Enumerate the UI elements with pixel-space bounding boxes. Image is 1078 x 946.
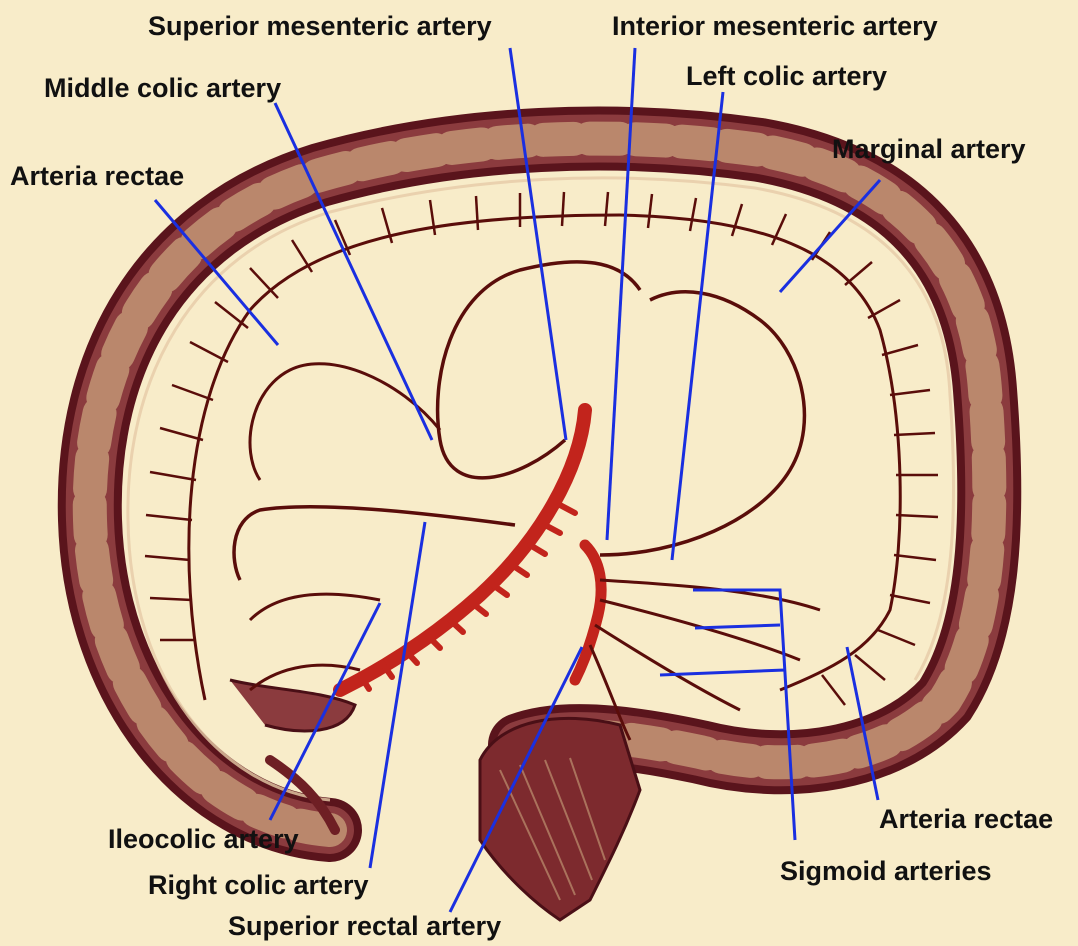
right-colic-lower (250, 594, 380, 620)
rectum (480, 718, 640, 920)
label-right-colic-artery: Right colic artery (148, 872, 369, 899)
label-interior-mesenteric-artery: Interior mesenteric artery (612, 13, 938, 40)
label-ileocolic-artery: Ileocolic artery (108, 826, 299, 853)
middle-colic-branch (438, 262, 640, 478)
label-arteria-rectae-left: Arteria rectae (10, 163, 184, 190)
middle-colic-left (250, 364, 440, 480)
pointer-sigmoid (660, 590, 795, 840)
label-marginal-artery: Marginal artery (832, 136, 1026, 163)
label-sigmoid-arteries: Sigmoid arteries (780, 858, 992, 885)
pointer-right-colic (370, 522, 425, 868)
label-superior-rectal-artery: Superior rectal artery (228, 913, 501, 940)
left-colic-branch (600, 292, 804, 555)
pointer-superior-mesenteric (510, 48, 566, 440)
label-middle-colic-artery: Middle colic artery (44, 75, 281, 102)
label-arteria-rectae-right: Arteria rectae (879, 806, 1053, 833)
label-superior-mesenteric-artery: Superior mesenteric artery (148, 13, 492, 40)
label-left-colic-artery: Left colic artery (686, 63, 887, 90)
right-colic-branch (234, 507, 515, 580)
